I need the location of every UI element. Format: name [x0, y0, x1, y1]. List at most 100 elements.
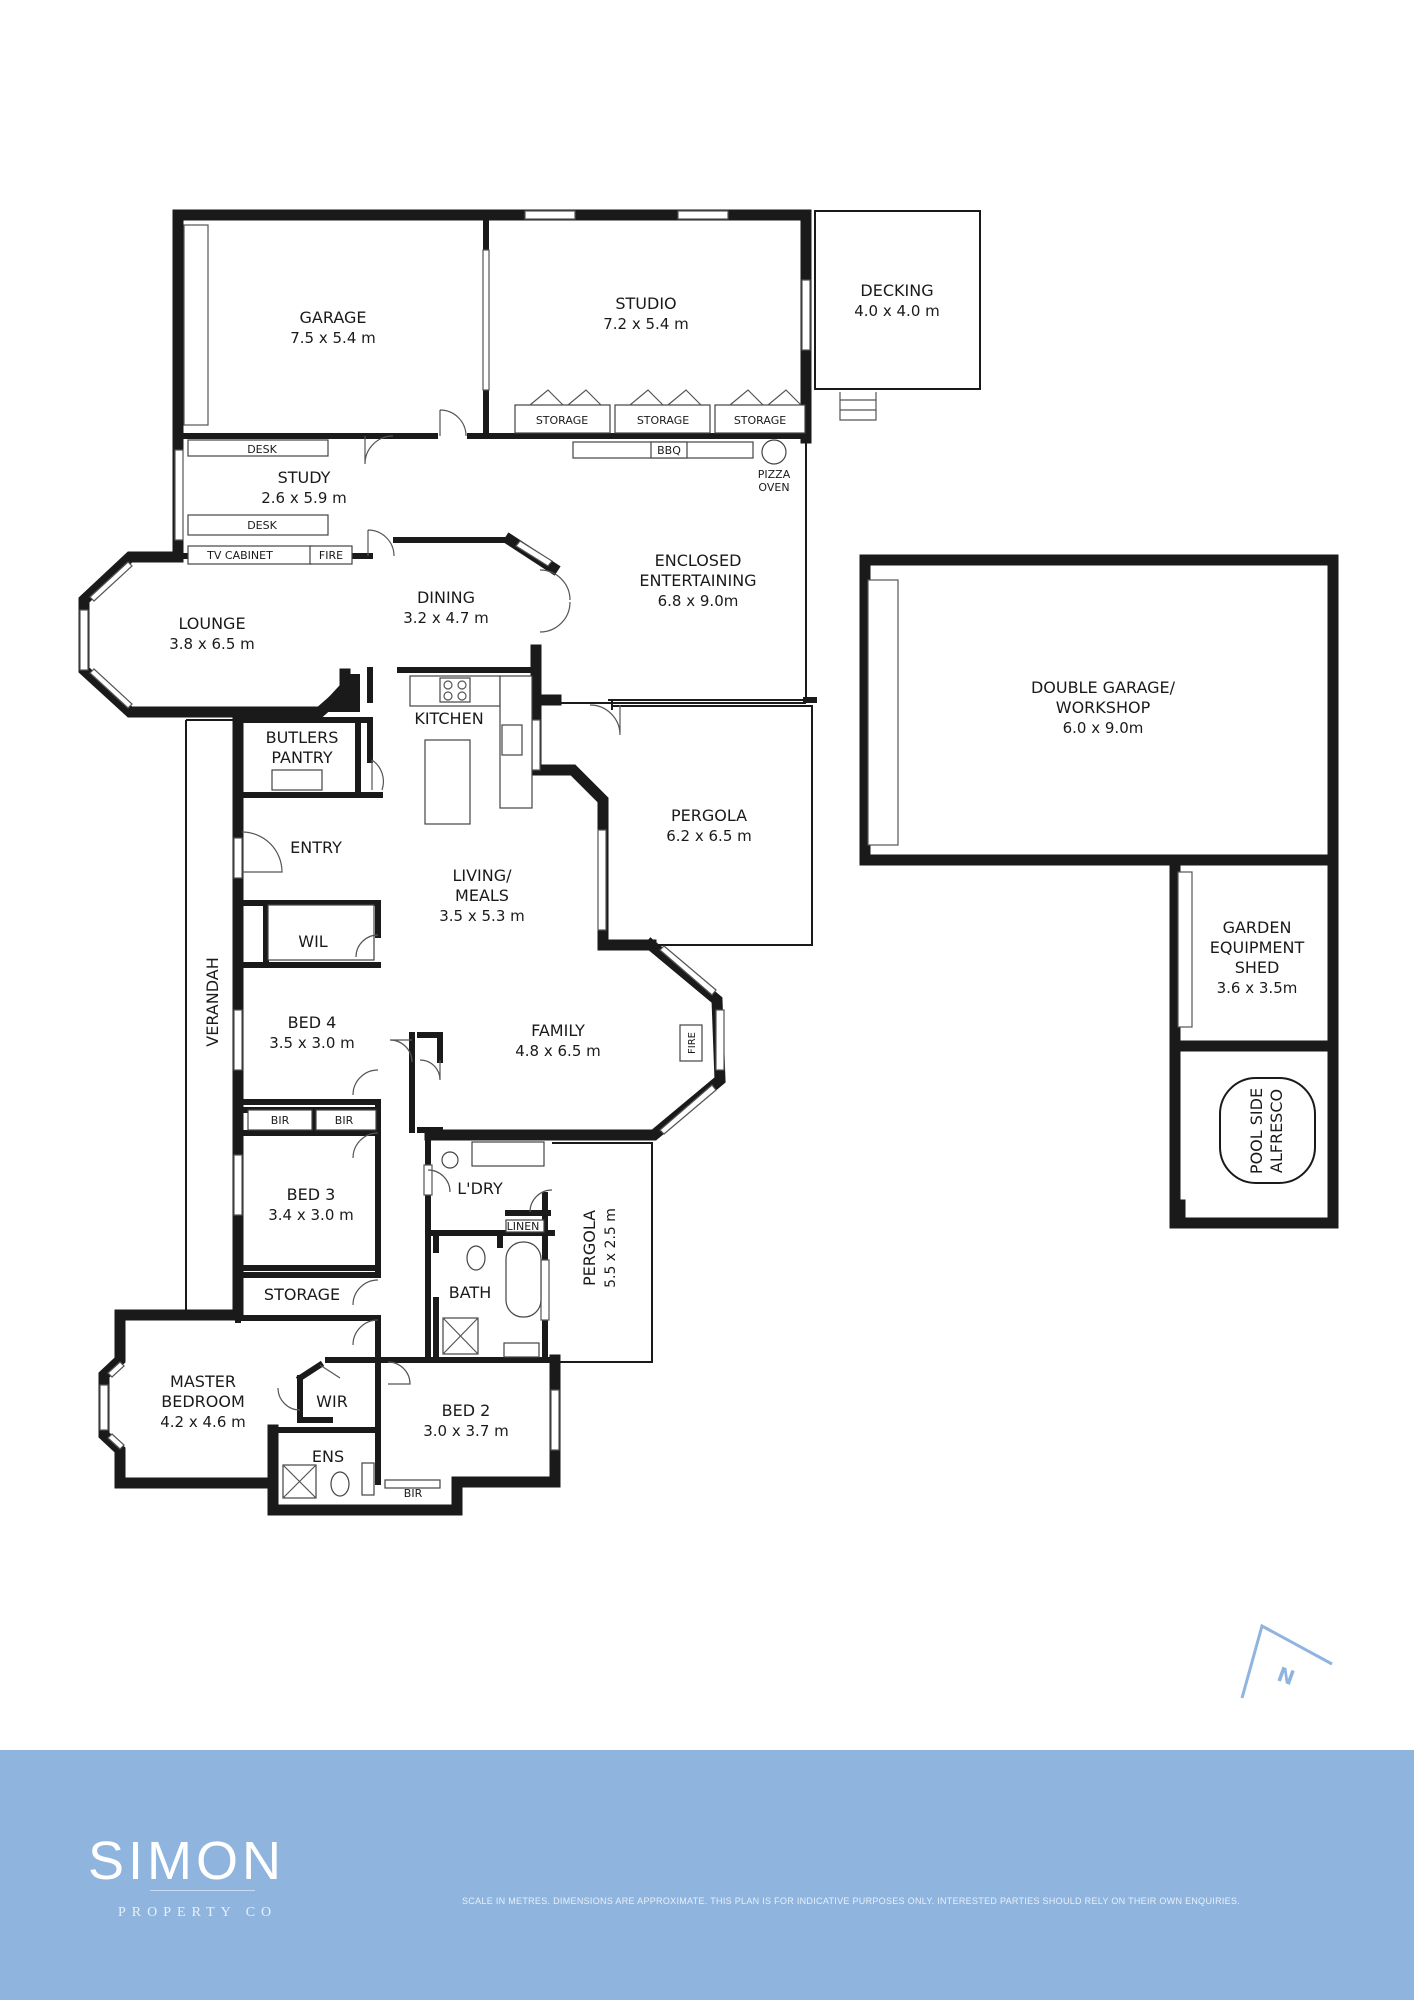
room-laundry[interactable]: L'DRY [457, 1179, 503, 1198]
double-garage-label-2: WORKSHOP [1056, 698, 1151, 717]
bath-label: BATH [449, 1283, 491, 1302]
garage-label: GARAGE [300, 308, 367, 327]
pergola-small-dims: 5.5 x 2.5 m [603, 1208, 619, 1288]
room-bath[interactable]: BATH [449, 1283, 491, 1302]
entry-label: ENTRY [290, 838, 342, 857]
north-compass: N [1240, 1623, 1333, 1699]
pizza-oven-label-2: OVEN [758, 481, 789, 494]
room-linen[interactable]: LINEN [507, 1220, 540, 1233]
living-label-2: MEALS [455, 886, 509, 905]
kitchen-label: KITCHEN [414, 709, 483, 728]
studio-storage-label-3: STORAGE [734, 414, 786, 427]
study-desk-label-2: DESK [247, 519, 277, 532]
studio-storage-label-1: STORAGE [536, 414, 588, 427]
tv-cabinet-label: TV CABINET [206, 549, 273, 562]
bed4-dims: 3.5 x 3.0 m [269, 1034, 355, 1052]
shed-label-3: SHED [1235, 958, 1280, 977]
compass-label: N [1274, 1662, 1298, 1690]
alfresco-label-1: POOL SIDE [1247, 1088, 1266, 1174]
master-label-1: MASTER [170, 1372, 236, 1391]
house-walls [78, 209, 817, 1516]
family-fire-label: FIRE [687, 1032, 698, 1054]
disclaimer-text: SCALE IN METRES. DIMENSIONS ARE APPROXIM… [462, 1896, 1241, 1906]
family-label: FAMILY [531, 1021, 585, 1040]
bed4-label: BED 4 [288, 1013, 337, 1032]
room-garage[interactable]: GARAGE 7.5 x 5.4 m [290, 308, 376, 347]
study-desk-label-1: DESK [247, 443, 277, 456]
enclosed-dims: 6.8 x 9.0m [658, 592, 739, 610]
room-studio[interactable]: STUDIO 7.2 x 5.4 m [603, 294, 689, 333]
room-bed2[interactable]: BED 2 3.0 x 3.7 m [423, 1401, 509, 1440]
detached-buildings [859, 554, 1339, 1229]
brand-logo[interactable]: SIMON [88, 1831, 286, 1891]
pizza-oven-label-1: PIZZA [758, 468, 791, 481]
dining-label: DINING [417, 588, 475, 607]
lounge-fire-label: FIRE [319, 549, 343, 562]
bed2-label: BED 2 [442, 1401, 491, 1420]
bir-label-3: BIR [404, 1487, 423, 1500]
verandah-label: VERANDAH [203, 957, 222, 1046]
study-label: STUDY [278, 468, 331, 487]
studio-storage-label-2: STORAGE [637, 414, 689, 427]
room-family[interactable]: FAMILY 4.8 x 6.5 m [515, 1021, 601, 1060]
brand-divider [150, 1890, 255, 1891]
room-master-bedroom[interactable]: MASTER BEDROOM 4.2 x 4.6 m [160, 1372, 246, 1431]
bir-label-2: BIR [335, 1114, 354, 1127]
studio-label: STUDIO [615, 294, 676, 313]
alfresco-label-2: ALFRESCO [1267, 1089, 1286, 1173]
laundry-label: L'DRY [457, 1179, 503, 1198]
room-ens[interactable]: ENS [312, 1447, 344, 1466]
room-butlers-pantry[interactable]: BUTLERS PANTRY [266, 728, 339, 767]
garage-dims: 7.5 x 5.4 m [290, 329, 376, 347]
room-kitchen[interactable]: KITCHEN [414, 709, 483, 728]
fixture-labels: STORAGE STORAGE STORAGE BBQ PIZZA OVEN D… [206, 414, 791, 1500]
room-pergola-main[interactable]: PERGOLA 6.2 x 6.5 m [666, 806, 752, 845]
pergola-main-dims: 6.2 x 6.5 m [666, 827, 752, 845]
room-living-meals[interactable]: LIVING/ MEALS 3.5 x 5.3 m [439, 866, 525, 925]
enclosed-label-1: ENCLOSED [655, 551, 742, 570]
bed3-dims: 3.4 x 3.0 m [268, 1206, 354, 1224]
linen-label: LINEN [507, 1220, 540, 1233]
room-study[interactable]: STUDY 2.6 x 5.9 m [261, 468, 347, 507]
room-dining[interactable]: DINING 3.2 x 4.7 m [403, 588, 489, 627]
wir-label: WIR [316, 1392, 348, 1411]
studio-dims: 7.2 x 5.4 m [603, 315, 689, 333]
footer-banner: SIMON PROPERTY CO SCALE IN METRES. DIMEN… [0, 1750, 1414, 2000]
room-entry[interactable]: ENTRY [290, 838, 342, 857]
compass-arrow-icon [1240, 1623, 1333, 1699]
bed3-label: BED 3 [287, 1185, 336, 1204]
study-dims: 2.6 x 5.9 m [261, 489, 347, 507]
family-dims: 4.8 x 6.5 m [515, 1042, 601, 1060]
room-enclosed-entertaining[interactable]: ENCLOSED ENTERTAINING 6.8 x 9.0m [639, 551, 756, 610]
storage-label: STORAGE [264, 1285, 340, 1304]
master-dims: 4.2 x 4.6 m [160, 1413, 246, 1431]
room-pool-alfresco[interactable]: POOL SIDE ALFRESCO [1247, 1088, 1286, 1174]
ens-label: ENS [312, 1447, 344, 1466]
living-label-1: LIVING/ [452, 866, 512, 885]
living-dims: 3.5 x 5.3 m [439, 907, 525, 925]
room-verandah[interactable]: VERANDAH [203, 957, 222, 1046]
shed-label-1: GARDEN [1223, 918, 1292, 937]
master-label-2: BEDROOM [161, 1392, 245, 1411]
butlers-label-2: PANTRY [271, 748, 332, 767]
brand-subtitle: PROPERTY CO [118, 1905, 278, 1920]
pergola-small-label: PERGOLA [580, 1210, 599, 1286]
room-storage[interactable]: STORAGE [264, 1285, 340, 1304]
decking-dims: 4.0 x 4.0 m [854, 302, 940, 320]
floor-plan: GARAGE 7.5 x 5.4 m STUDIO 7.2 x 5.4 m DE… [78, 209, 1339, 1699]
room-wir[interactable]: WIR [316, 1392, 348, 1411]
room-bed4[interactable]: BED 4 3.5 x 3.0 m [269, 1013, 355, 1052]
double-garage-dims: 6.0 x 9.0m [1063, 719, 1144, 737]
enclosed-label-2: ENTERTAINING [639, 571, 756, 590]
room-bed3[interactable]: BED 3 3.4 x 3.0 m [268, 1185, 354, 1224]
room-garden-shed[interactable]: GARDEN EQUIPMENT SHED 3.6 x 3.5m [1210, 918, 1305, 997]
bbq-label: BBQ [657, 444, 681, 457]
dining-dims: 3.2 x 4.7 m [403, 609, 489, 627]
room-double-garage[interactable]: DOUBLE GARAGE/ WORKSHOP 6.0 x 9.0m [1031, 678, 1176, 737]
butlers-label-1: BUTLERS [266, 728, 339, 747]
room-pergola-small[interactable]: PERGOLA 5.5 x 2.5 m [580, 1208, 619, 1288]
room-decking[interactable]: DECKING 4.0 x 4.0 m [854, 281, 940, 320]
room-lounge[interactable]: LOUNGE 3.8 x 6.5 m [169, 614, 255, 653]
room-wil[interactable]: WIL [298, 932, 328, 951]
bed2-dims: 3.0 x 3.7 m [423, 1422, 509, 1440]
